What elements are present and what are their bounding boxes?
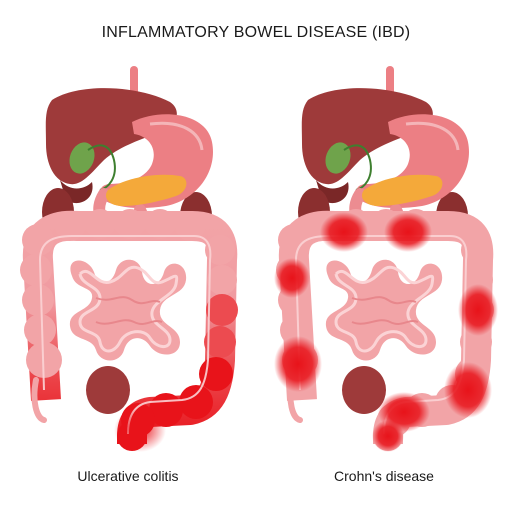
ulcerative-colitis-illustration — [0, 60, 256, 460]
inflammation-patches — [274, 212, 498, 452]
small-intestine — [325, 259, 443, 361]
pancreas — [361, 174, 443, 206]
caption-crohns-disease: Crohn's disease — [334, 468, 434, 484]
caption-ulcerative-colitis: Ulcerative colitis — [77, 468, 179, 484]
pancreas — [105, 174, 187, 206]
page-title: INFLAMMATORY BOWEL DISEASE (IBD) — [101, 24, 411, 41]
small-intestine — [69, 259, 187, 361]
haustra — [20, 209, 237, 378]
crohns-disease-illustration — [256, 60, 512, 460]
